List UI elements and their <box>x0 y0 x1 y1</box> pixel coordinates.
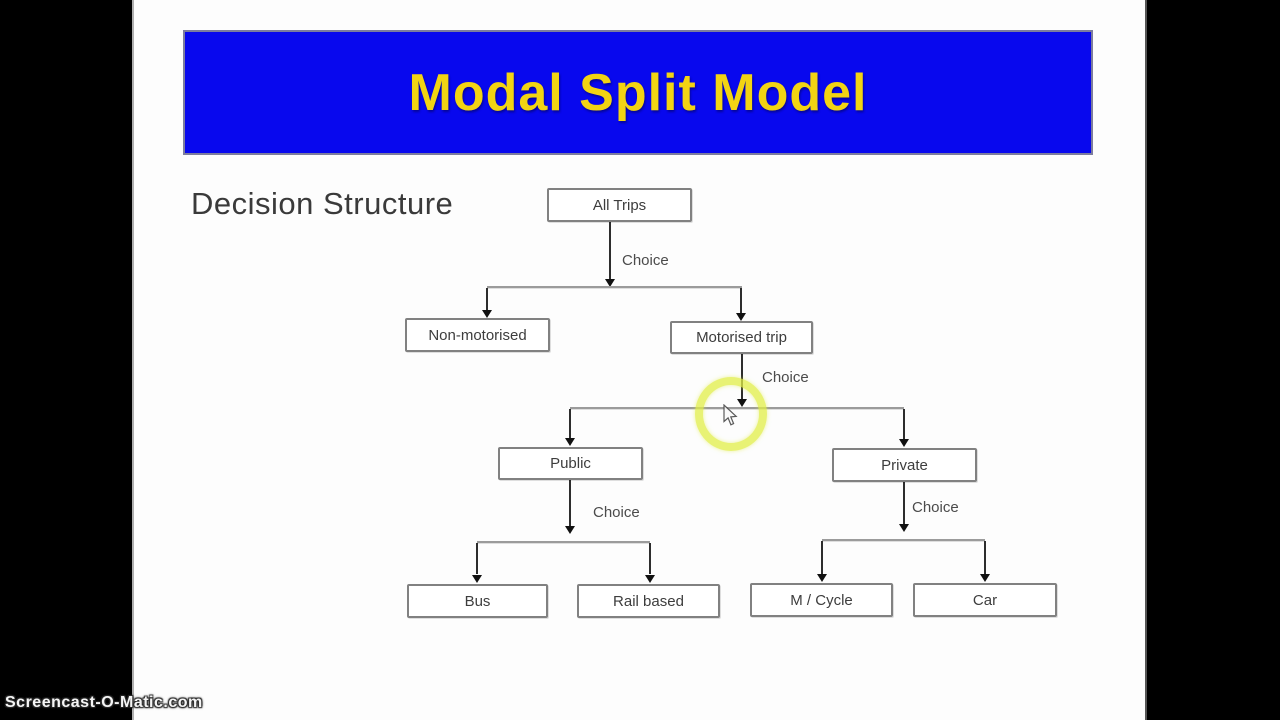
arrowhead-icon <box>645 575 655 583</box>
arrowhead-icon <box>472 575 482 583</box>
connector-to-car <box>984 541 986 574</box>
connector-private-down <box>903 482 905 525</box>
edge-label-choice-1: Choice <box>622 252 669 269</box>
title-banner: Modal Split Model <box>183 30 1093 155</box>
connector-to-public <box>569 409 571 438</box>
connector-alltrips-down <box>609 222 611 280</box>
node-m-cycle: M / Cycle <box>750 583 893 617</box>
slide-heading: Decision Structure <box>191 186 454 221</box>
branch-line-private <box>822 539 985 541</box>
arrowhead-icon <box>817 574 827 582</box>
arrowhead-icon <box>899 439 909 447</box>
connector-to-mcycle <box>821 541 823 574</box>
screencast-watermark: Screencast-O-Matic.com <box>5 694 203 711</box>
arrowhead-icon <box>482 310 492 318</box>
arrowhead-icon <box>980 574 990 582</box>
branch-line-public <box>477 541 650 543</box>
arrowhead-icon <box>899 524 909 532</box>
node-bus: Bus <box>407 584 548 618</box>
arrowhead-icon <box>605 279 615 287</box>
connector-to-bus <box>476 543 478 574</box>
edge-label-choice-3: Choice <box>593 504 640 521</box>
node-public: Public <box>498 447 643 480</box>
highlight-ring <box>695 377 767 451</box>
arrowhead-icon <box>565 526 575 534</box>
mouse-cursor-icon <box>723 404 738 426</box>
node-non-motorised: Non-motorised <box>405 318 550 352</box>
node-all-trips: All Trips <box>547 188 692 222</box>
connector-to-private <box>903 409 905 439</box>
connector-to-motorised <box>740 288 742 314</box>
arrowhead-icon <box>736 313 746 321</box>
connector-motorised-down <box>741 354 743 400</box>
node-motorised-trip: Motorised trip <box>670 321 813 354</box>
connector-to-nonmotorised <box>486 288 488 311</box>
edge-label-choice-2: Choice <box>762 369 809 386</box>
connector-public-down <box>569 480 571 527</box>
letterbox-left <box>0 0 134 720</box>
branch-line-level1 <box>487 286 742 288</box>
connector-to-rail <box>649 543 651 574</box>
letterbox-right <box>1145 0 1280 720</box>
node-car: Car <box>913 583 1057 617</box>
node-private: Private <box>832 448 977 482</box>
arrowhead-icon <box>565 438 575 446</box>
banner-title: Modal Split Model <box>408 63 868 122</box>
edge-label-choice-4: Choice <box>912 499 959 516</box>
node-rail-based: Rail based <box>577 584 720 618</box>
